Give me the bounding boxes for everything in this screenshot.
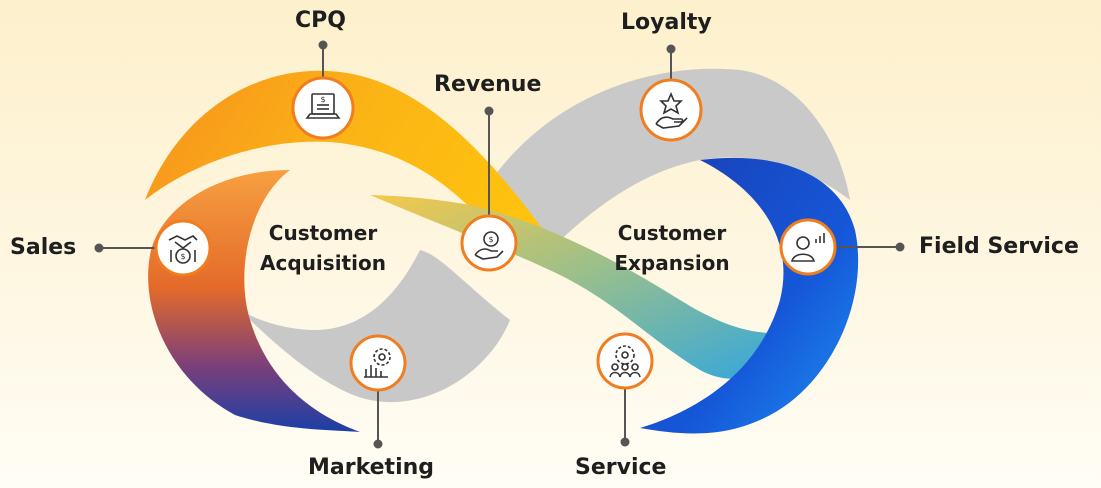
node-service (596, 332, 654, 390)
node-revenue: $ (460, 214, 518, 272)
node-loyalty (639, 78, 703, 142)
connector-cpq (318, 40, 328, 80)
loop-title-acquisition-line1: Customer (268, 221, 378, 245)
node-cpq: $ (291, 76, 355, 140)
marketing-gray-band (240, 250, 510, 403)
connector-revenue (484, 106, 494, 216)
svg-text:$: $ (180, 252, 185, 261)
sales-gradient-band (148, 170, 360, 432)
loop-title-expansion: Customer Expansion (588, 218, 756, 278)
revenue-service-gradient-band (370, 195, 800, 379)
handshake-dollar-icon: $ (168, 235, 198, 264)
label-revenue: Revenue (434, 72, 542, 97)
connector-sales (94, 243, 157, 253)
loop-title-acquisition: Customer Acquisition (242, 218, 404, 278)
connector-loyalty (666, 44, 676, 82)
label-service: Service (575, 455, 667, 480)
svg-text:$: $ (488, 235, 493, 244)
hand-star-icon (655, 91, 688, 129)
cpq-orange-band (145, 70, 570, 268)
label-loyalty: Loyalty (621, 10, 712, 35)
node-marketing (349, 334, 407, 392)
label-marketing: Marketing (308, 455, 435, 480)
technician-chart-icon (791, 233, 825, 262)
svg-text:$: $ (320, 95, 325, 104)
loyalty-gray-band (495, 68, 850, 256)
invoice-laptop-icon: $ (305, 93, 341, 119)
connector-field-service (834, 242, 905, 252)
loop-title-acquisition-line2: Acquisition (260, 251, 386, 275)
gear-people-icon (609, 345, 641, 378)
label-sales: Sales (10, 235, 77, 260)
label-cpq: CPQ (295, 8, 346, 33)
label-field-service: Field Service (919, 234, 1079, 259)
connector-service (620, 385, 630, 447)
loop-title-expansion-line1: Customer (617, 221, 727, 245)
node-sales: $ (154, 219, 212, 277)
loop-title-expansion-line2: Expansion (614, 251, 730, 275)
gear-chart-icon (364, 348, 391, 378)
connector-marketing (373, 390, 383, 449)
node-field-service (779, 218, 837, 276)
hand-coin-icon: $ (474, 231, 504, 260)
